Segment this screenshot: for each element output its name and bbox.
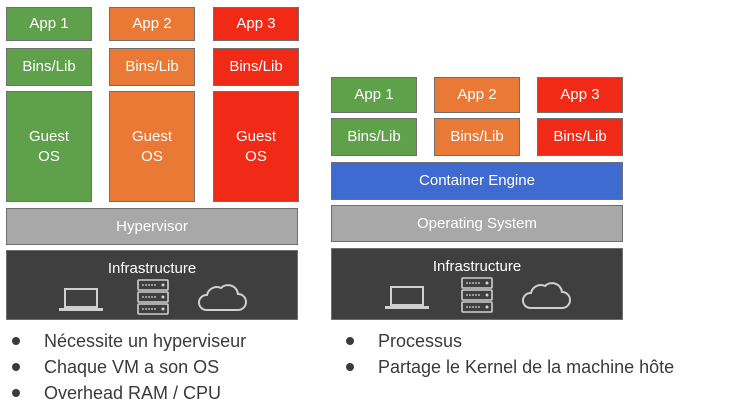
container-infrastructure-label: Infrastructure: [432, 258, 522, 275]
container-app-3: App 3: [537, 77, 623, 113]
server-icon: [461, 277, 493, 313]
laptop-icon: [59, 288, 103, 311]
vm-bins-1: Bins/Lib: [6, 48, 92, 86]
cloud-icon: [522, 282, 571, 309]
bullet-dot-icon: [12, 363, 20, 371]
container-bins-3: Bins/Lib: [537, 118, 623, 156]
bullet-dot-icon: [12, 389, 20, 397]
vm-bullet-text: Chaque VM a son OS: [44, 357, 220, 377]
container-operating-system-label: Operating System: [416, 214, 538, 232]
laptop-icon: [385, 286, 429, 309]
vm-app-3: App 3: [213, 7, 299, 41]
vm-app-1: App 1: [6, 7, 92, 41]
cloud-icon: [198, 284, 247, 311]
container-bins-1-label: Bins/Lib: [347, 128, 401, 145]
vm-infrastructure-label: Infrastructure: [107, 260, 197, 277]
vm-bullet-item: Nécessite un hyperviseur: [6, 328, 246, 354]
container-bullet-text: Processus: [378, 331, 463, 351]
vm-hypervisor: Hypervisor: [6, 208, 298, 245]
bullet-dot-icon: [346, 363, 354, 371]
container-app-1-label: App 1: [354, 86, 394, 103]
vm-guest-os-1: Guest OS: [6, 91, 92, 202]
vm-bins-3-label: Bins/Lib: [229, 58, 283, 75]
container-bullet-list: Processus Partage le Kernel de la machin…: [340, 328, 674, 380]
vm-guest-os-2: Guest OS: [109, 91, 195, 202]
vm-guest-os-3-line1: Guest: [235, 127, 277, 145]
vm-bins-2: Bins/Lib: [109, 48, 195, 86]
container-bins-2-label: Bins/Lib: [450, 128, 504, 145]
vm-guest-os-1-line2: OS: [38, 147, 60, 165]
container-bullet-item: Partage le Kernel de la machine hôte: [340, 354, 674, 380]
vm-bins-3: Bins/Lib: [213, 48, 299, 86]
vm-bullet-item: Chaque VM a son OS: [6, 354, 246, 380]
vm-bins-1-label: Bins/Lib: [22, 58, 76, 75]
vm-app-2-label: App 2: [132, 15, 172, 32]
container-engine: Container Engine: [331, 162, 623, 200]
bullet-dot-icon: [346, 337, 354, 345]
vm-bullet-item: Overhead RAM / CPU: [6, 380, 246, 406]
vm-bullet-text: Nécessite un hyperviseur: [44, 331, 247, 351]
container-app-2-label: App 2: [457, 86, 497, 103]
vm-guest-os-2-line2: OS: [141, 147, 163, 165]
container-app-3-label: App 3: [560, 86, 600, 103]
vm-guest-os-1-line1: Guest: [28, 127, 70, 145]
container-app-1: App 1: [331, 77, 417, 113]
container-bins-2: Bins/Lib: [434, 118, 520, 156]
vm-guest-os-3: Guest OS: [213, 91, 299, 202]
container-app-2: App 2: [434, 77, 520, 113]
container-bullet-item: Processus: [340, 328, 674, 354]
vm-hypervisor-label: Hypervisor: [116, 217, 188, 235]
vm-app-1-label: App 1: [29, 15, 69, 32]
container-engine-label: Container Engine: [419, 172, 535, 189]
server-icon: [137, 279, 169, 315]
vm-bullet-text: Overhead RAM / CPU: [44, 383, 222, 403]
vm-guest-os-3-line2: OS: [245, 147, 267, 165]
container-operating-system: Operating System: [331, 205, 623, 242]
bullet-dot-icon: [12, 337, 20, 345]
container-bins-3-label: Bins/Lib: [553, 128, 607, 145]
container-bullet-text: Partage le Kernel de la machine hôte: [378, 357, 675, 377]
vm-bins-2-label: Bins/Lib: [125, 58, 179, 75]
vm-bullet-list: Nécessite un hyperviseur Chaque VM a son…: [6, 328, 246, 406]
container-infrastructure: Infrastructure: [331, 248, 623, 320]
container-bins-1: Bins/Lib: [331, 118, 417, 156]
vm-guest-os-2-line1: Guest: [131, 127, 173, 145]
vm-app-2: App 2: [109, 7, 195, 41]
vm-app-3-label: App 3: [236, 15, 276, 32]
